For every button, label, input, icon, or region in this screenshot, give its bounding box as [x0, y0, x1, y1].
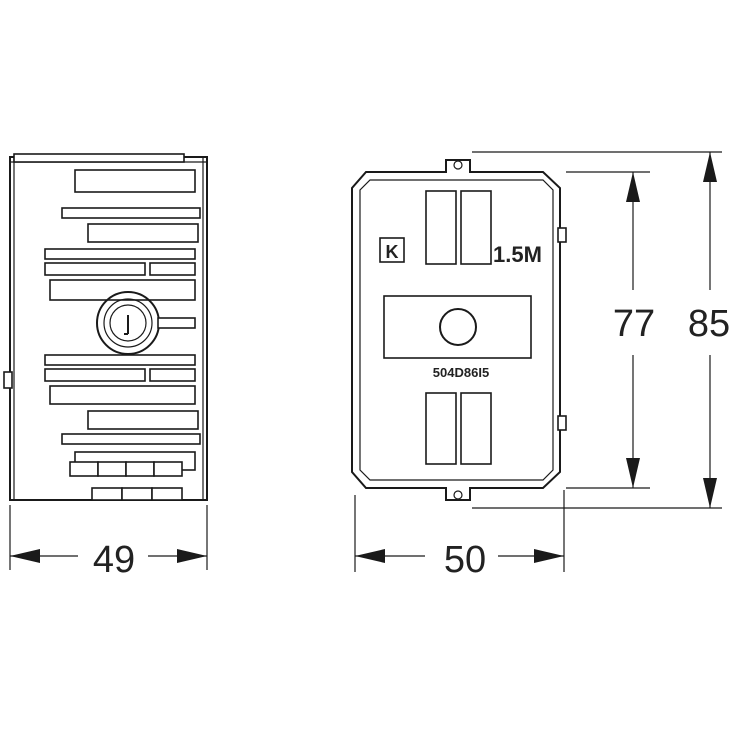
side-view-knob [96, 291, 196, 355]
dimension-85-label: 85 [688, 303, 730, 345]
side-view-ribs-upper [44, 169, 201, 301]
part-number: 504D86I5 [433, 365, 489, 380]
front-view: K 1.5M 504D86I5 50 [351, 151, 730, 581]
dimension-77-label: 77 [613, 303, 655, 345]
front-view-centre-window [383, 295, 532, 359]
svg-text:K: K [386, 242, 399, 262]
front-view-lower-slots [425, 392, 492, 465]
side-view-teeth [69, 461, 183, 501]
front-view-body [351, 159, 561, 501]
dimension-49: 49 [9, 505, 208, 581]
dimension-77: 77 [566, 171, 655, 489]
dimension-50-label: 50 [444, 539, 486, 581]
side-view: 49 [3, 153, 208, 581]
dimension-85: 85 [472, 151, 730, 509]
front-view-upper-slots [425, 190, 492, 265]
dimension-50: 50 [354, 490, 565, 581]
dimension-49-label: 49 [93, 539, 135, 581]
module-label: 1.5M [493, 242, 542, 267]
side-view-ribs-lower [44, 354, 201, 471]
brand-logo: K [379, 237, 405, 263]
